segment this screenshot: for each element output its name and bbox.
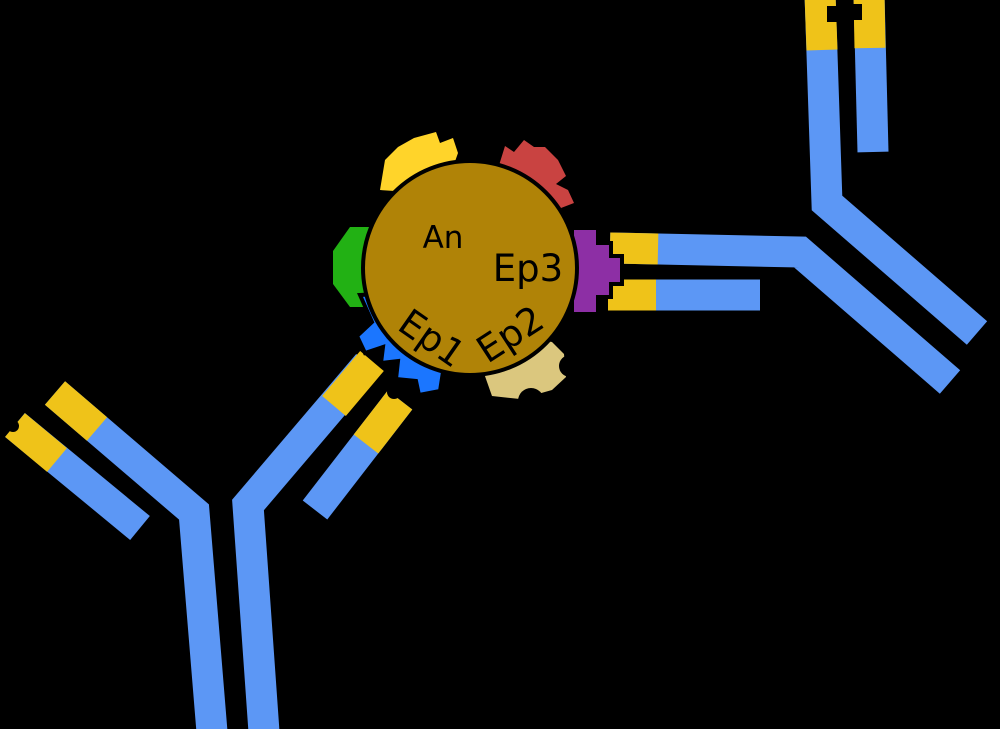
tip-notch	[827, 6, 837, 22]
antigen-circle	[361, 159, 579, 377]
antibody-left-heavy-chain-right	[232, 353, 380, 729]
tip-notch	[50, 374, 62, 386]
antibody-right-tip-heavy-left	[609, 232, 659, 265]
antibody-right-heavy-chain-left	[609, 232, 961, 394]
antibody-left-tip-heavy-right	[322, 350, 384, 417]
antibody-right-tip-light-upper	[853, 0, 886, 49]
epitope-purple-shape	[570, 226, 624, 316]
antibody-left-tip-light-left	[5, 413, 67, 472]
epitope-khaki-notch	[518, 388, 544, 414]
epitope3-label: Ep3	[493, 247, 563, 290]
tip-notch	[387, 385, 401, 399]
tip-notch	[852, 4, 862, 20]
antigen-label: An	[423, 220, 464, 256]
antibody-right	[608, 0, 988, 394]
antibody-right-heavy-chain-upper	[804, 0, 988, 345]
antibody-left-tip-light-right	[353, 390, 413, 454]
antibody-left-tip-heavy-left	[44, 381, 108, 441]
antibody-left	[5, 350, 413, 729]
epitope-khaki-notch	[559, 355, 581, 377]
antibody-right-tip-heavy-upper	[804, 0, 838, 51]
antibody-left-heavy-chain-left	[44, 381, 228, 729]
tip-notch	[7, 420, 19, 432]
